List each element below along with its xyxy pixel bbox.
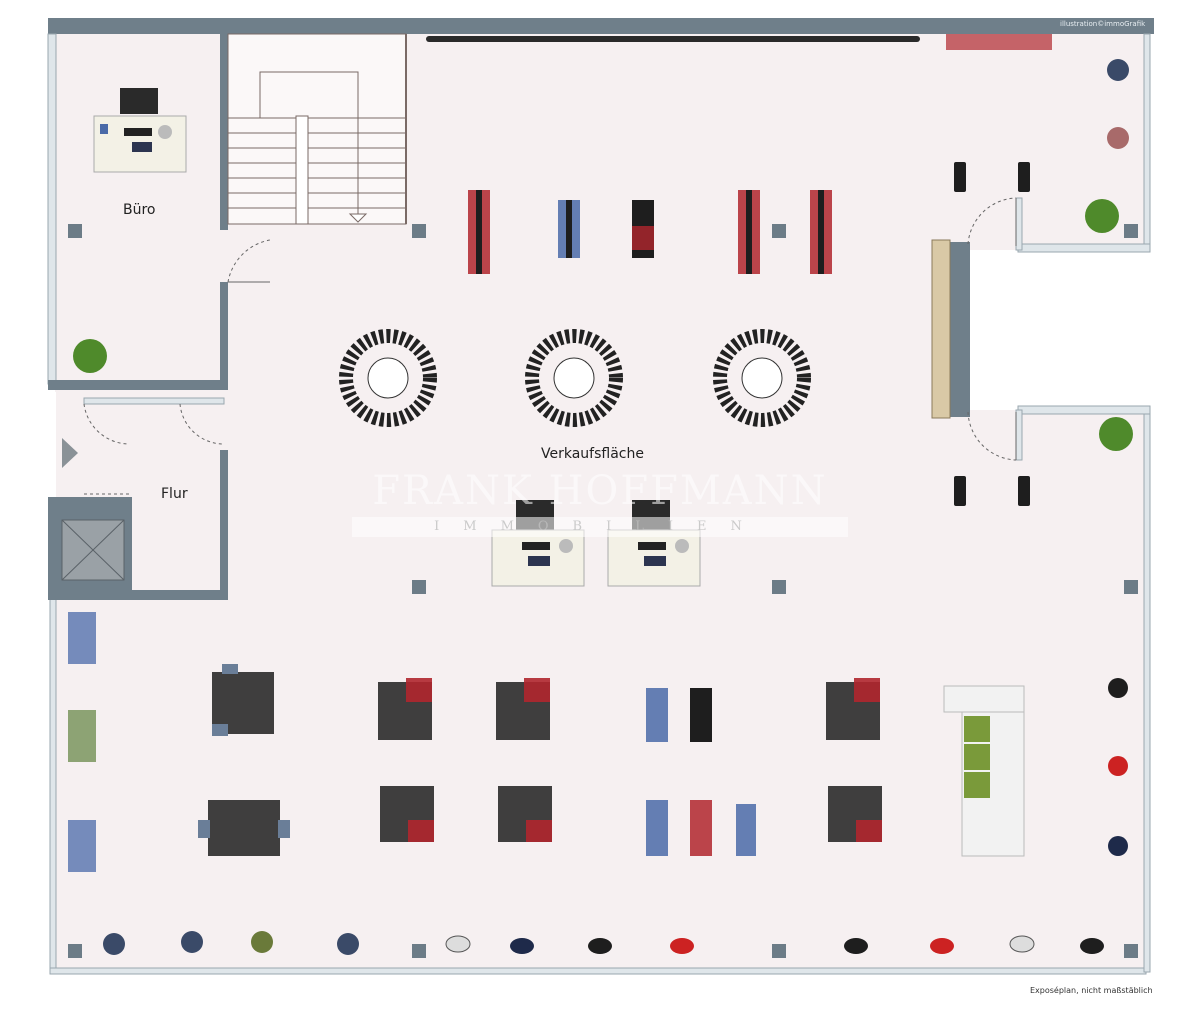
plant-icon xyxy=(73,199,1133,451)
footer-note: Exposéplan, nicht maßstäblich xyxy=(1030,986,1153,995)
bottom-row-displays xyxy=(445,935,1104,954)
room-label-hall: Flur xyxy=(161,486,188,502)
watermark-line-1: FRANK HOFFMANN xyxy=(372,468,828,514)
window-right-upper xyxy=(1143,33,1151,251)
notch-wall-top xyxy=(1017,243,1151,253)
window-right-lower xyxy=(1143,409,1151,973)
shoe-rack-top-4 xyxy=(738,190,760,274)
wall-top xyxy=(48,18,1154,34)
shoe-rack-top-1 xyxy=(468,190,490,274)
hall-wall-right xyxy=(220,450,228,596)
window-left-upper xyxy=(47,33,57,385)
notch-wall-bottom xyxy=(1017,405,1151,415)
round-rack-1 xyxy=(339,329,437,427)
wall-shoe-shelf-top xyxy=(426,36,920,42)
pillars xyxy=(68,224,1138,958)
shoe-rack-top-3 xyxy=(632,200,654,258)
room-label-office: Büro xyxy=(123,202,156,218)
hall-wall-bottom xyxy=(48,590,228,600)
notch-wall-left xyxy=(948,242,970,417)
seating-group-1 xyxy=(212,664,274,736)
window-left-lower xyxy=(49,597,57,971)
office-desk xyxy=(93,88,187,173)
illustration-credit: illustration©immoGrafik xyxy=(1060,20,1146,28)
hall-wall-top-glass xyxy=(83,397,225,405)
entrance-arrow-icon xyxy=(62,438,78,468)
wall-display-right xyxy=(1108,678,1128,856)
office-wall-right xyxy=(220,34,228,230)
shoe-rack-top-2 xyxy=(558,200,580,258)
round-rack-3 xyxy=(713,329,811,427)
people-icons xyxy=(103,59,1129,955)
notch-door-jamb-top xyxy=(1015,197,1023,251)
notch-shelf xyxy=(931,239,951,419)
shoe-rack-lower xyxy=(378,678,882,856)
wall-shoe-shelf-left xyxy=(68,612,96,872)
office-wall-bottom xyxy=(48,380,228,390)
room-label-sales: Verkaufsfläche xyxy=(541,446,644,462)
hall-wall-left-glass xyxy=(48,392,56,498)
window-bottom xyxy=(49,967,1147,975)
seating-group-2 xyxy=(198,800,290,856)
round-rack-2 xyxy=(525,329,623,427)
shelf-unit-right xyxy=(943,685,1025,857)
notch-door-jamb-bottom xyxy=(1015,409,1023,461)
wall-shoe-shelf-colored xyxy=(946,34,1052,50)
watermark-line-2: IMMOBILIEN xyxy=(352,517,848,537)
door-swings xyxy=(83,197,1017,495)
building-notch xyxy=(970,250,1150,410)
staircase xyxy=(227,33,407,225)
display-pods xyxy=(954,162,1030,506)
shoe-rack-top-5 xyxy=(810,190,832,274)
office-wall-right-lower xyxy=(220,282,228,388)
